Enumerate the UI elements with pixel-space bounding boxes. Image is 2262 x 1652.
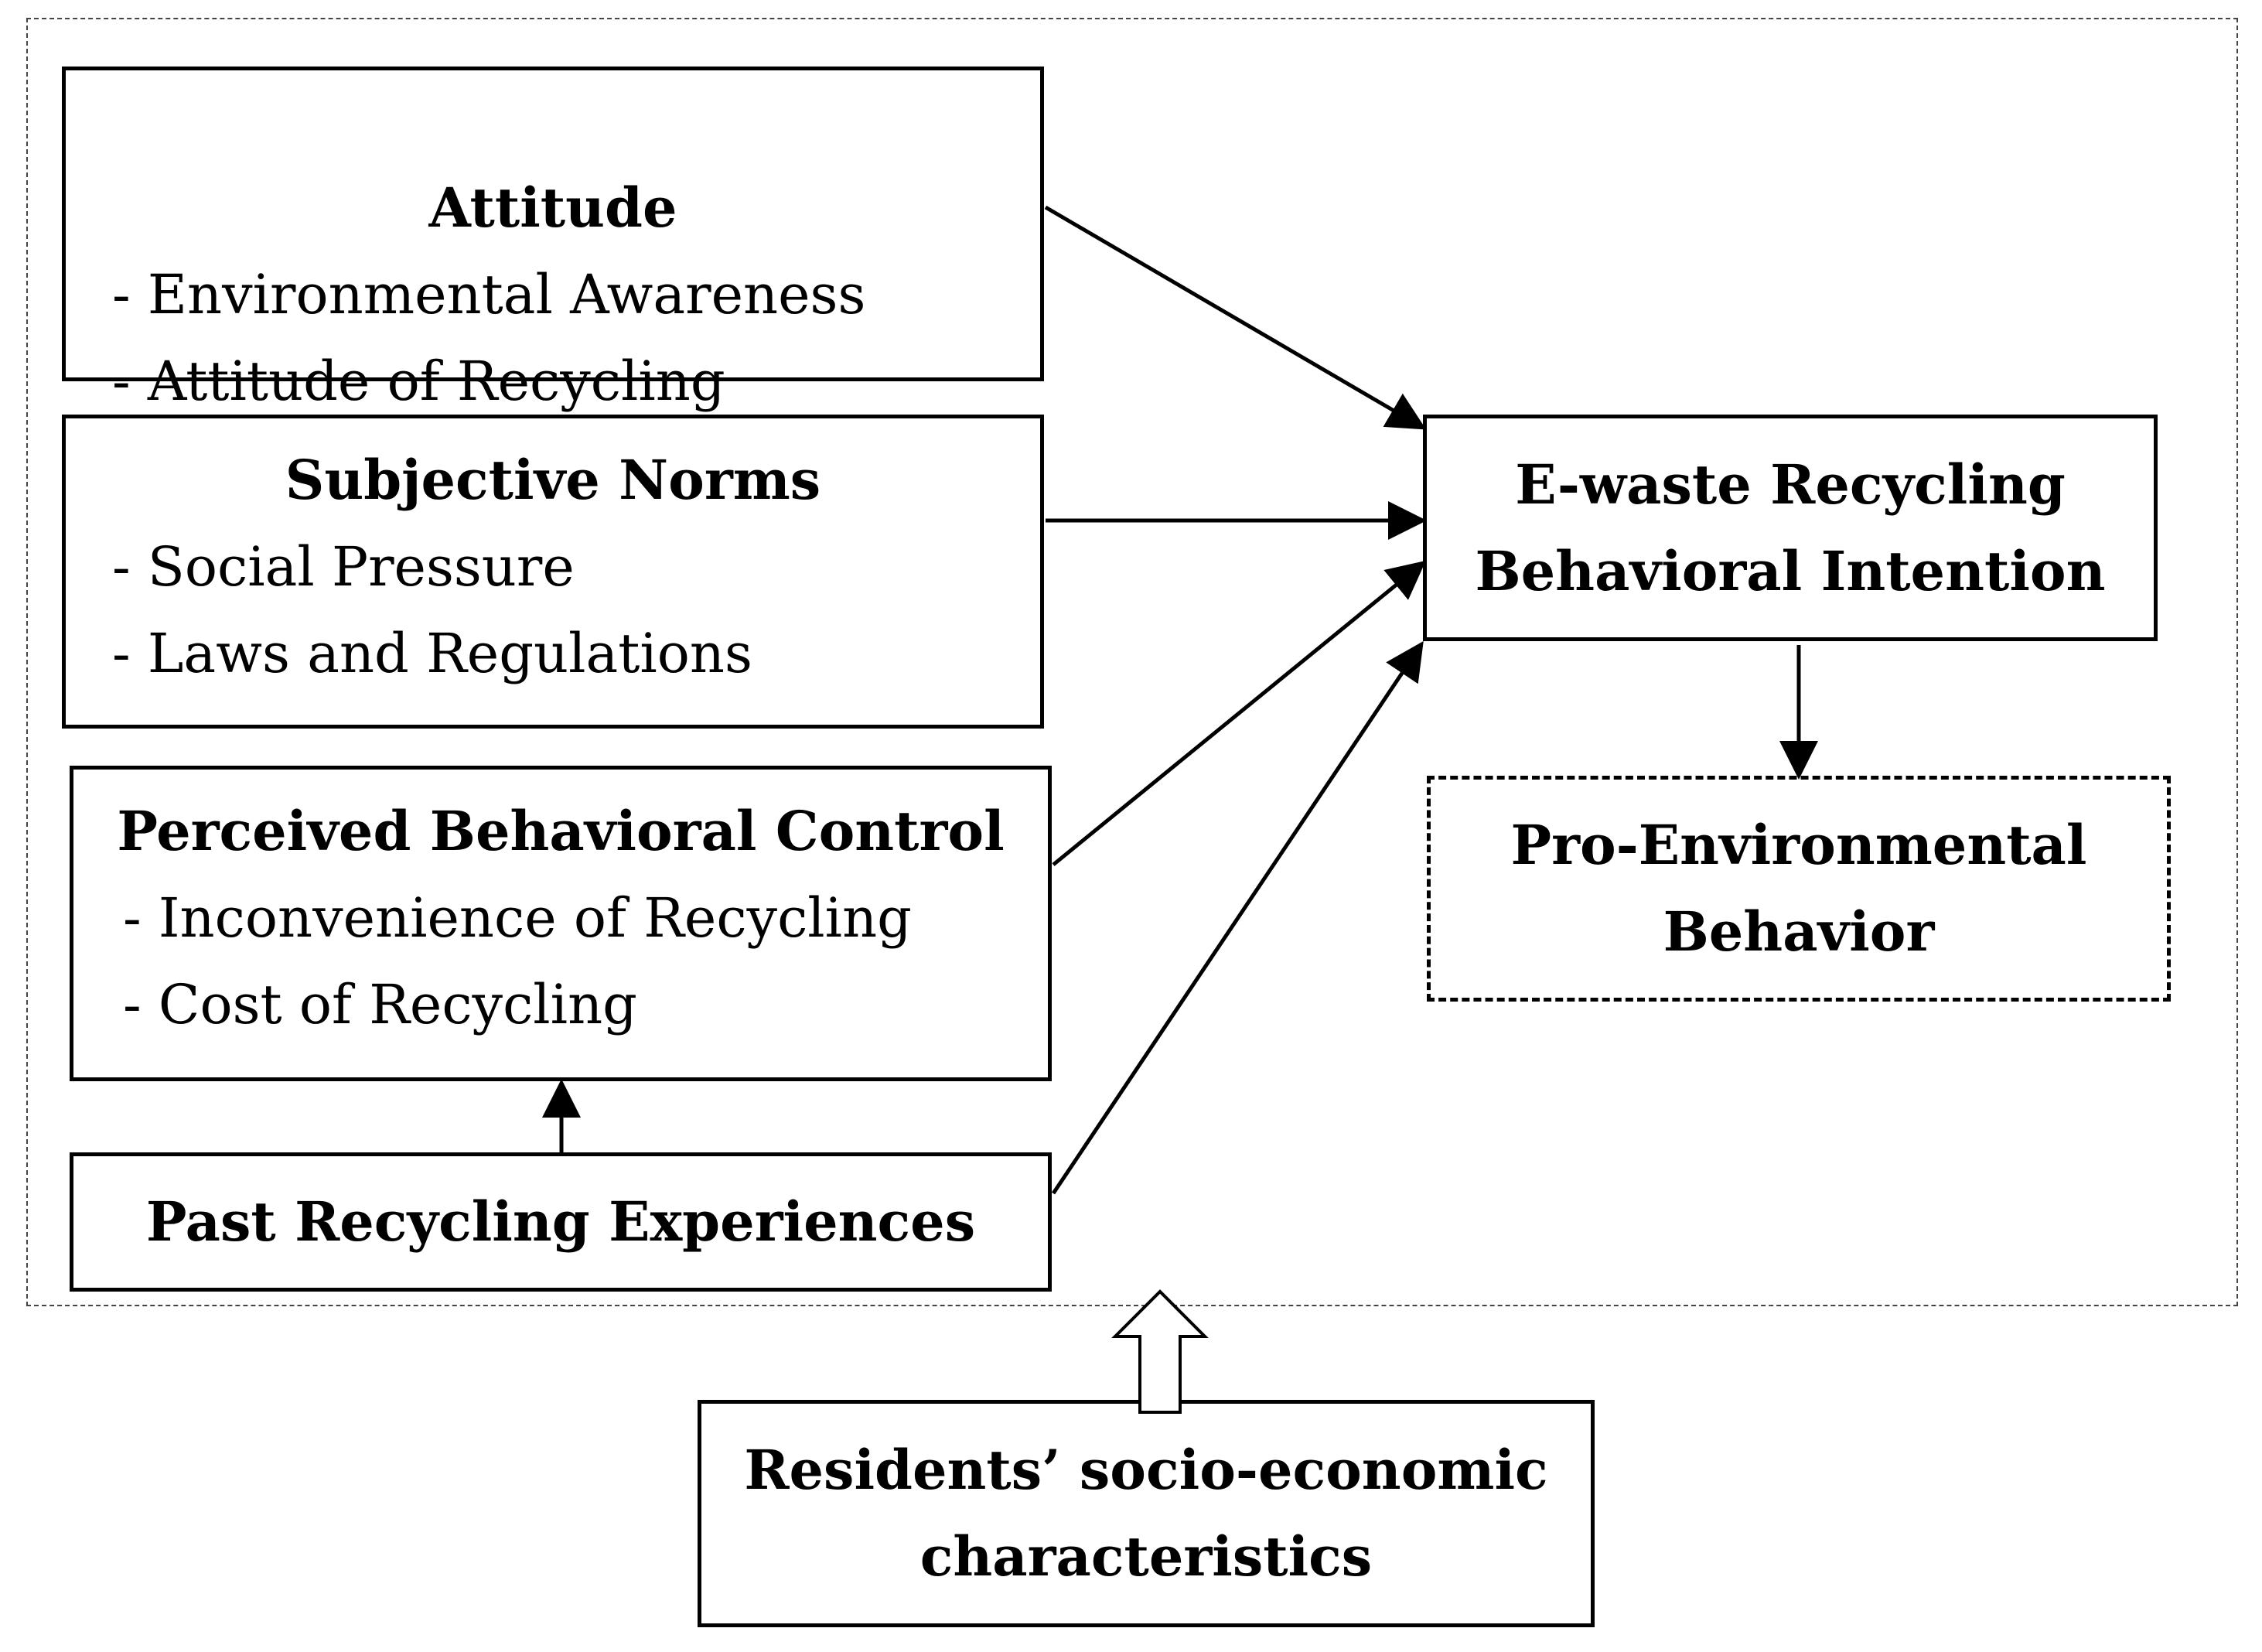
arrow-pbc-to-intention	[1052, 560, 1426, 866]
pbc-title: Perceived Behavioral Control	[117, 799, 1005, 863]
attitude-title: Attitude	[428, 176, 677, 240]
attitude-item-environmental-awareness: - Environmental Awareness	[112, 263, 866, 326]
intention-line1: E-waste Recycling	[1515, 452, 2066, 517]
past-experiences-box: Past Recycling Experiences	[70, 1152, 1052, 1292]
pro-environmental-line2: Behavior	[1663, 899, 1935, 964]
attitude-item-attitude-of-recycling: - Attitude of Recycling	[112, 350, 725, 413]
arrow-past-to-intention	[1051, 640, 1424, 1195]
subjective-norms-item-social-pressure: - Social Pressure	[112, 535, 575, 599]
past-experiences-title: Past Recycling Experiences	[145, 1190, 976, 1254]
attitude-box: Attitude - Environmental Awareness - Att…	[62, 67, 1044, 413]
pbc-item-inconvenience: - Inconvenience of Recycling	[123, 886, 912, 950]
intention-box: E-waste Recycling Behavioral Intention	[1423, 415, 2158, 641]
intention-line2: Behavioral Intention	[1475, 538, 2106, 603]
residents-line2: characteristics	[919, 1524, 1373, 1589]
model-boundary	[26, 18, 2238, 1306]
pbc-box: Perceived Behavioral Control - Inconveni…	[70, 766, 1052, 1081]
subjective-norms-item-laws-and-regulations: - Laws and Regulations	[112, 622, 752, 685]
pro-environmental-box: Pro-Environmental Behavior	[1427, 776, 2171, 1002]
arrow-residents-to-model	[1111, 1289, 1209, 1414]
pbc-item-cost: - Cost of Recycling	[123, 973, 637, 1036]
pro-environmental-line1: Pro-Environmental	[1510, 813, 2087, 877]
arrow-attitude-to-intention	[1044, 205, 1427, 430]
subjective-norms-title: Subjective Norms	[285, 448, 821, 512]
residents-line1: Residents’ socio-economic	[744, 1438, 1548, 1502]
subjective-norms-box: Subjective Norms - Social Pressure - Law…	[62, 415, 1044, 729]
